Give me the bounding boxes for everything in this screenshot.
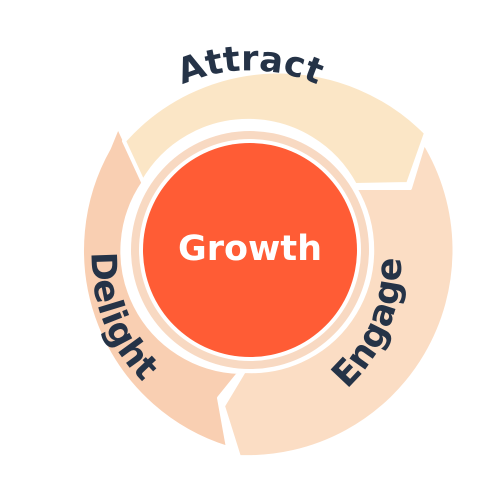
engage-segment — [221, 140, 457, 460]
delight-segment — [80, 124, 242, 450]
growth-label: Growth — [178, 229, 322, 269]
attract-segment — [122, 69, 428, 187]
growth-circle — [143, 143, 357, 357]
